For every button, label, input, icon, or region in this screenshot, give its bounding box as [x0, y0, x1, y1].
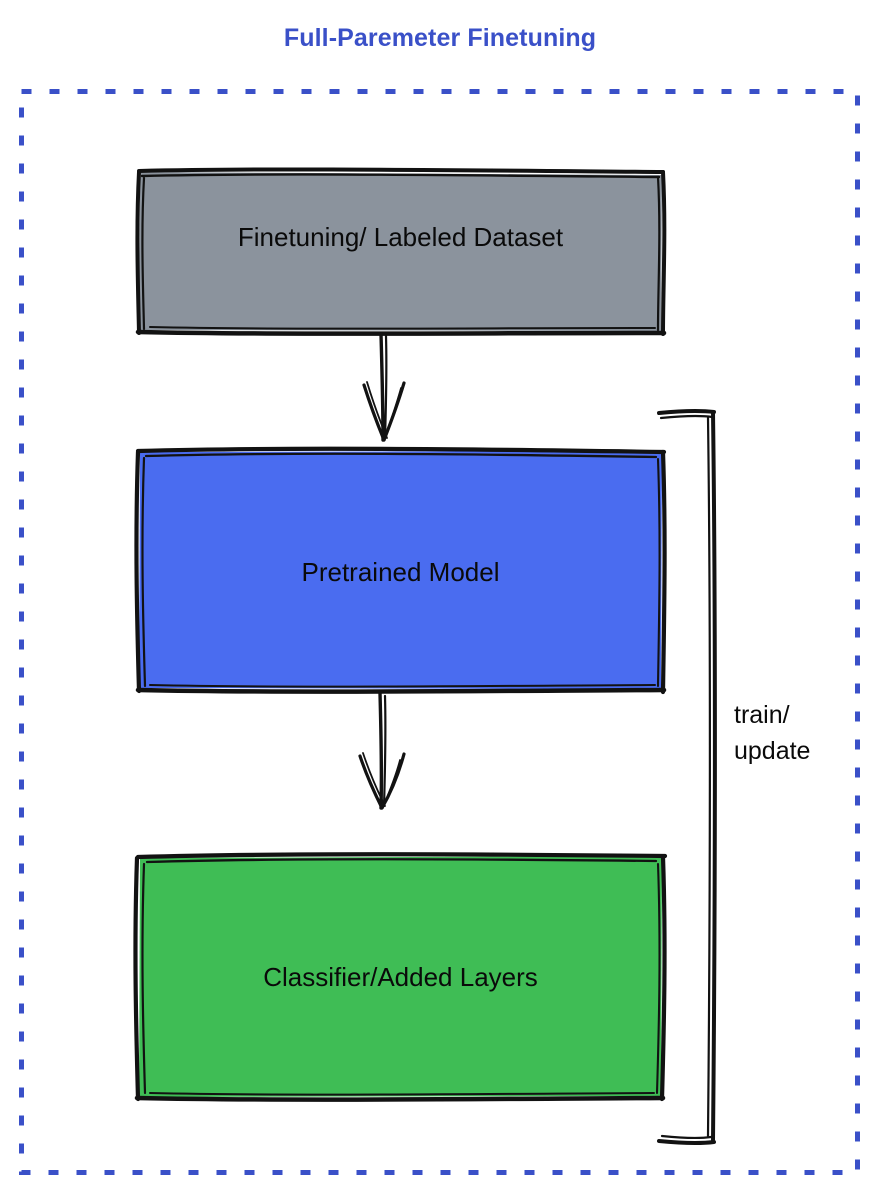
dashed-boundary-frame	[19, 89, 860, 1175]
feedback-loop-label: train/ update	[734, 697, 854, 769]
feedback-loop-label-line1: train/	[734, 701, 790, 729]
node-pretrained-label: Pretrained Model	[301, 557, 500, 587]
node-dataset-label: Finetuning/ Labeled Dataset	[237, 222, 564, 252]
node-classifier-label: Classifier/Added Layers	[263, 962, 538, 992]
page-title: Full-Paremeter Finetuning	[283, 24, 597, 52]
dashed-boundary-outline	[19, 89, 860, 1175]
feedback-loop-label-line2: update	[734, 737, 811, 765]
